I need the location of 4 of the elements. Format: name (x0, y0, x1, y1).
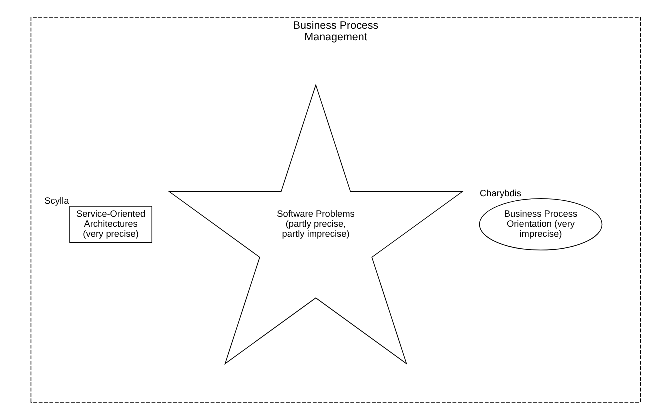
node-box: Service-Oriented Architectures (very precise) (70, 206, 153, 244)
node-ellipse: Business Process Orientation (very imprecise) (479, 198, 603, 251)
node-label: Scylla (44, 196, 70, 206)
node-label: Charybdis (480, 188, 522, 198)
